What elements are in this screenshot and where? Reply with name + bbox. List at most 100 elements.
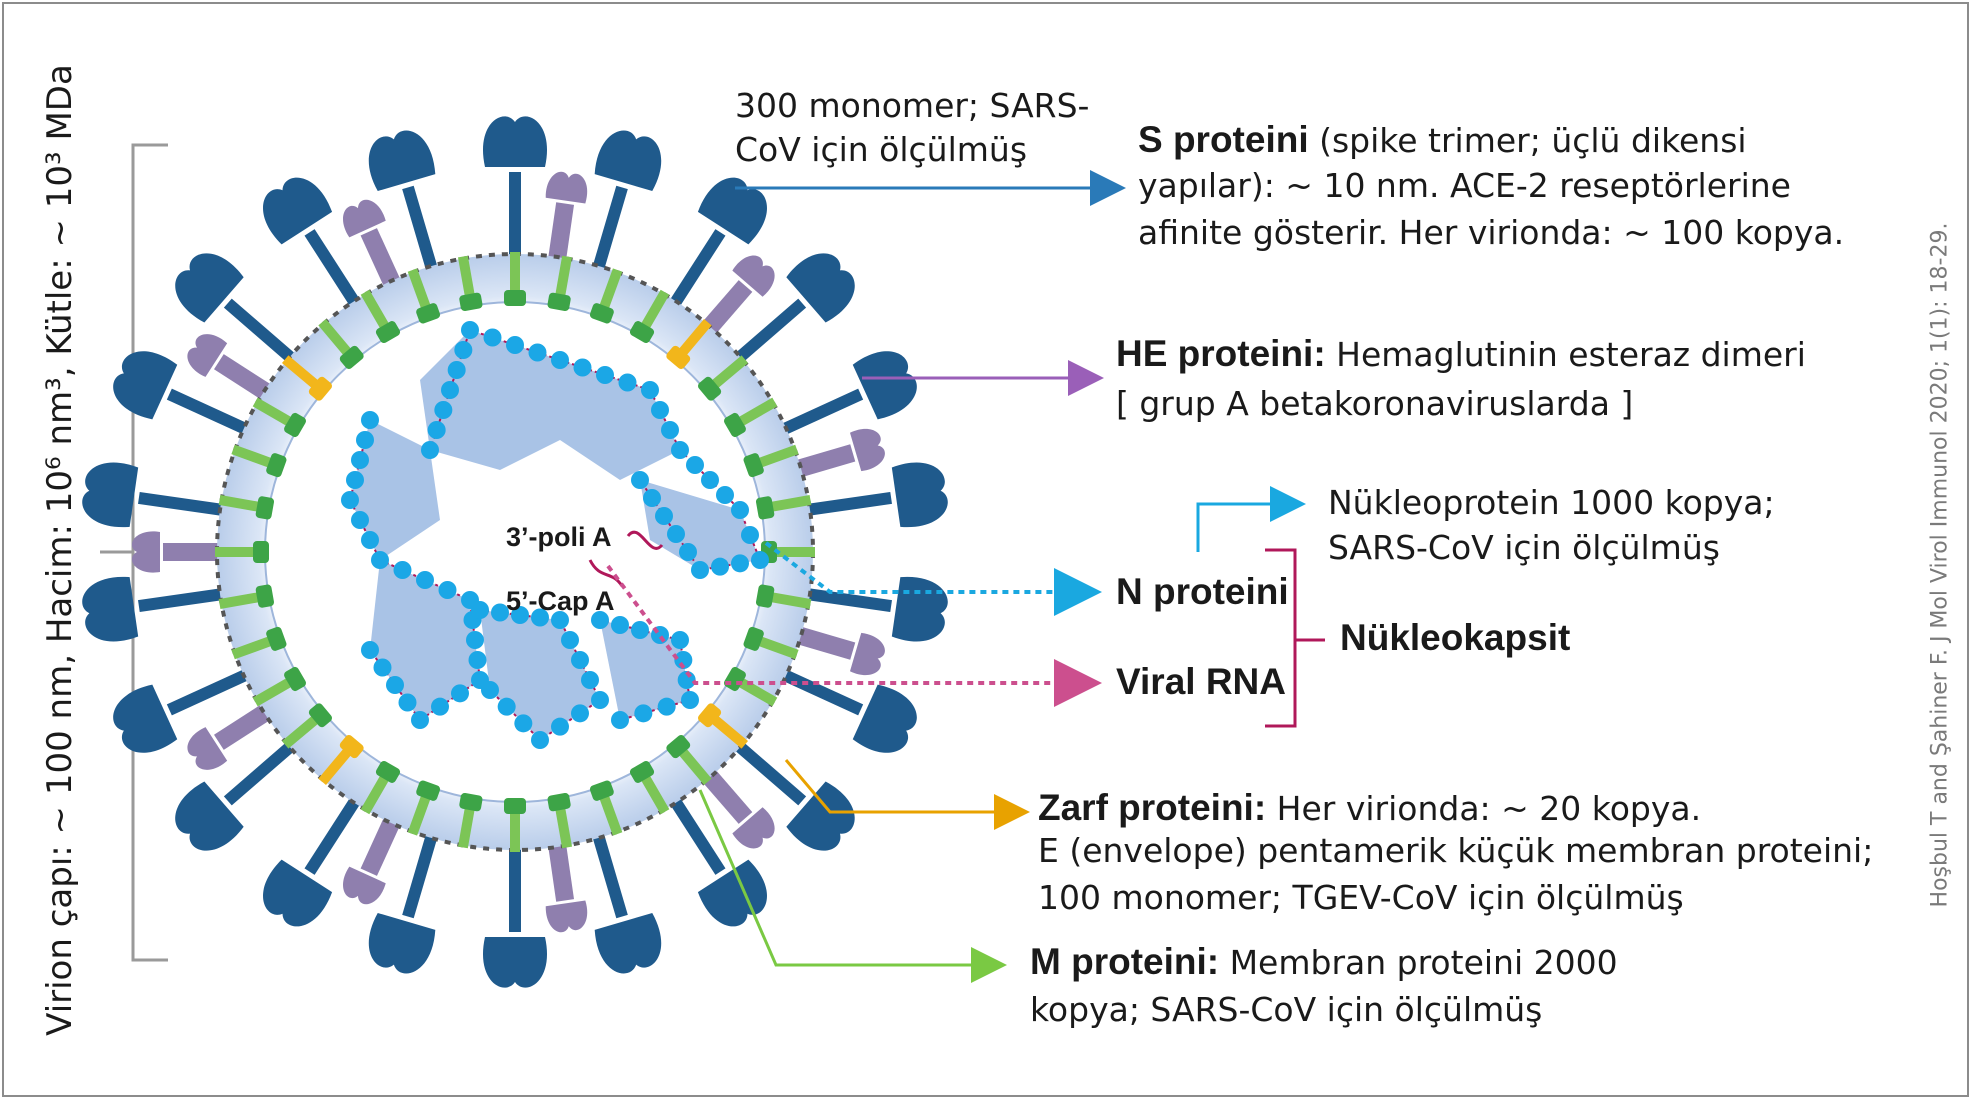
nucleoprotein-bead (661, 421, 679, 439)
spike-protein (776, 667, 917, 753)
m-protein (724, 666, 778, 707)
zarf-protein-arrow (784, 759, 1030, 830)
m-protein (252, 666, 306, 707)
m-protein (743, 444, 799, 478)
m-protein (360, 761, 401, 815)
m-protein (698, 355, 749, 401)
nucleoprotein-bead (531, 731, 549, 749)
spike-protein (590, 828, 662, 974)
nucleoprotein-bead (416, 571, 434, 589)
spike-protein (113, 351, 254, 437)
m-protein (252, 397, 306, 438)
spike-protein (263, 177, 364, 312)
nucleoprotein-bead (561, 631, 579, 649)
m-protein (755, 494, 812, 520)
nucleoprotein-bead (641, 381, 659, 399)
nucleoprotein-bead (481, 681, 499, 699)
nucleoprotein-bead (393, 561, 412, 579)
nucleoprotein-bead (596, 366, 614, 384)
spike-protein (590, 130, 662, 276)
spike-protein (801, 462, 948, 527)
he-protein-desc-1: Hemaglutinin esteraz dimeri (1325, 335, 1806, 374)
nucleoprotein-bead (591, 691, 609, 709)
nucleoprotein-bead (438, 581, 457, 599)
m-protein (755, 584, 812, 610)
m-protein-desc-1: Membran proteini 2000 (1219, 943, 1618, 982)
m-protein (215, 541, 269, 563)
m-protein (281, 703, 332, 749)
s-protein-desc-line2: yapılar): ~ 10 nm. ACE-2 reseptörlerine (1138, 166, 1791, 205)
e-protein (698, 703, 749, 749)
he-protein (699, 766, 775, 849)
m-protein (504, 252, 526, 306)
nucleoprotein-bead (361, 641, 379, 659)
m-protein (547, 255, 573, 312)
nucleoprotein-bead (398, 693, 417, 712)
nucleocapsid-label: Nükleokapsit (1340, 617, 1571, 658)
s-protein-desc-line3: afinite gösterir. Her virionda: ~ 100 ko… (1138, 213, 1845, 252)
he-protein (187, 702, 275, 770)
m-protein (457, 255, 483, 312)
spike-protein (482, 116, 548, 262)
m-protein (724, 397, 778, 438)
nucleoprotein-bead (571, 651, 589, 669)
nucleoprotein-bead (531, 608, 549, 627)
m-protein (547, 792, 573, 849)
nucleoprotein-bead (631, 471, 649, 489)
nucleoprotein-bead (361, 411, 379, 429)
he-protein-desc-line1: HE proteini: Hemaglutinin esteraz dimeri (1116, 332, 1806, 377)
zarf-protein-desc-1: Her virionda: ~ 20 kopya. (1266, 789, 1702, 828)
nucleoprotein-bead (581, 671, 599, 689)
spike-protein (82, 577, 229, 642)
m-protein (218, 584, 275, 610)
virion-size-caption: Virion çapı: ~ 100 nm, Hacim: 10⁶ nm³, K… (40, 64, 80, 1036)
n-protein-arrow (764, 541, 1102, 616)
spike-protein (82, 462, 229, 527)
he-protein (343, 813, 402, 905)
nucleoprotein-bead (679, 543, 697, 561)
nucleoprotein-bead (731, 501, 749, 519)
zarf-protein-desc-line3: 100 monomer; TGEV-CoV için ölçülmüş (1038, 878, 1684, 917)
nucleoprotein-bead (671, 631, 689, 649)
m-protein (318, 318, 364, 369)
nucleocapsid (350, 330, 760, 740)
he-protein (187, 334, 275, 402)
zarf-protein-desc-line1: Zarf proteini: Her virionda: ~ 20 kopya. (1038, 786, 1701, 831)
m-protein (231, 444, 287, 478)
nucleoprotein-bead (411, 711, 429, 729)
spike-protein (730, 737, 855, 851)
nucleoprotein-bead (655, 507, 673, 525)
nucleoprotein-bead (454, 341, 473, 359)
nucleoprotein-bead (657, 697, 676, 716)
s-monomer-note-line2: CoV için ölçülmüş (735, 130, 1028, 169)
nucleoprotein-bead (667, 525, 685, 543)
spike-protein (666, 792, 767, 927)
nucleoprotein-bead (373, 658, 392, 677)
m-protein (407, 780, 441, 836)
m-protein (231, 626, 287, 660)
nucleoprotein-bead (341, 491, 359, 509)
nucleoprotein-bead (551, 717, 569, 736)
nucleoprotein-bead (686, 456, 704, 474)
nucleoprotein-bead (741, 526, 759, 544)
he-protein (545, 839, 588, 933)
s-protein-desc-1: (spike trimer; üçlü dikensi (1308, 121, 1747, 160)
viral-rna-label: Viral RNA (1116, 661, 1286, 702)
m-protein (629, 289, 670, 343)
nucleoprotein-bead (643, 489, 661, 507)
nucleoprotein-bead (631, 621, 649, 639)
citation: Hoşbul T and Şahiner F. J Mol Virol Immu… (1927, 222, 1953, 908)
nucleoprotein-line1: Nükleoprotein 1000 kopya; (1328, 483, 1775, 522)
nucleoprotein-bead (346, 471, 364, 489)
m-protein (360, 289, 401, 343)
m-protein (218, 494, 275, 520)
nucleoprotein-bead (361, 531, 379, 549)
nucleoprotein-bead (386, 676, 404, 694)
s-protein-desc-line1: S proteini (spike trimer; üçlü dikensi (1138, 118, 1747, 163)
spike-protein (263, 792, 364, 927)
nucleoprotein-bead (751, 551, 769, 569)
e-protein (281, 355, 332, 401)
m-protein (666, 735, 712, 786)
